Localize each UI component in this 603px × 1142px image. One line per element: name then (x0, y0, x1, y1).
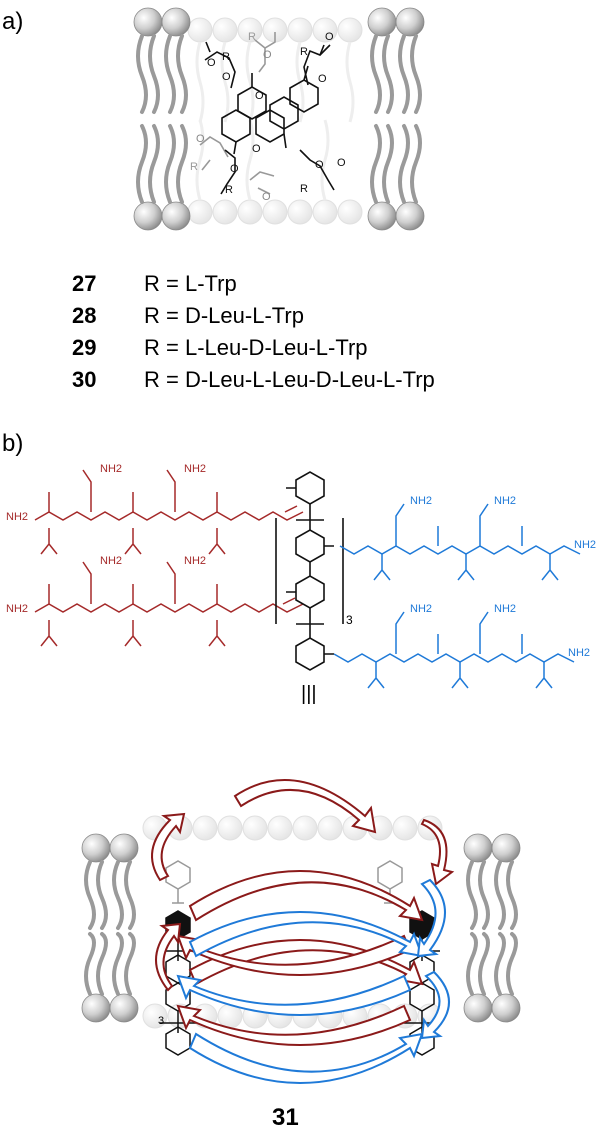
svg-text:O: O (337, 157, 346, 169)
compound-number: 29 (72, 335, 97, 360)
blue-peptide-chains (333, 503, 581, 689)
membrane-a (133, 7, 425, 231)
red-peptide-labels: NH2 NH2 NH2 NH2 NH2 NH2 (6, 463, 206, 615)
svg-text:NH2: NH2 (568, 647, 590, 659)
svg-text:O: O (222, 71, 231, 83)
compound-number: 27 (72, 271, 97, 296)
lipid-right-b (463, 833, 521, 1023)
svg-text:O: O (207, 57, 216, 69)
compound-31-label: 31 (272, 1104, 299, 1131)
svg-text:R: R (225, 184, 233, 196)
svg-text:R: R (300, 183, 308, 195)
faint-lipid-row-top (187, 17, 363, 43)
blue-peptide-labels: NH2 NH2 NH2 NH2 NH2 NH2 (410, 495, 596, 659)
compound-30: 30 R = D-Leu-L-Leu-D-Leu-L-Trp (72, 367, 552, 395)
svg-text:R: R (222, 51, 230, 63)
central-scaffold (275, 471, 344, 671)
svg-text:O: O (230, 163, 239, 175)
left-column-molecule (160, 860, 196, 1056)
svg-text:O: O (263, 49, 272, 61)
repeat-subscript-b: 3 (346, 613, 353, 627)
panel-b-label: b) (2, 430, 24, 457)
svg-text:O: O (325, 31, 334, 43)
front-arms (204, 41, 335, 195)
compound-definition: R = D-Leu-L-Leu-D-Leu-L-Trp (144, 367, 435, 392)
svg-text:NH2: NH2 (100, 463, 122, 475)
back-oxygen-labels: O O O (196, 49, 272, 203)
lipid-left-b (81, 833, 139, 1023)
compound-28: 28 R = D-Leu-L-Trp (72, 303, 532, 331)
svg-text:O: O (252, 143, 261, 155)
panel-a-label: a) (2, 8, 24, 35)
repeat-subscript-left: 3 (158, 1015, 164, 1027)
faint-lipid-tails (195, 41, 355, 201)
svg-text:NH2: NH2 (574, 539, 596, 551)
svg-text:NH2: NH2 (410, 603, 432, 615)
compound-27: 27 R = L-Trp (72, 271, 532, 299)
lipid-right-a (367, 7, 425, 231)
svg-text:NH2: NH2 (410, 495, 432, 507)
compound-definition: R = L-Leu-D-Leu-L-Trp (144, 335, 368, 360)
red-peptide-chains (34, 469, 304, 647)
svg-text:NH2: NH2 (184, 463, 206, 475)
compound-number: 28 (72, 303, 97, 328)
back-arms (199, 32, 276, 195)
svg-text:O: O (255, 90, 264, 102)
r-group-labels: R R R R R R (190, 31, 308, 196)
svg-text:R: R (190, 161, 198, 173)
compound-29: 29 R = L-Leu-D-Leu-L-Trp (72, 335, 532, 363)
lipid-left-a (133, 7, 191, 231)
compound-definition: R = L-Trp (144, 271, 237, 296)
calixarene-core: O O O O O O O O O O O O R R R R R R (190, 31, 346, 203)
svg-text:R: R (248, 31, 256, 43)
svg-text:O: O (196, 133, 205, 145)
svg-text:NH2: NH2 (184, 555, 206, 567)
svg-text:NH2: NH2 (494, 603, 516, 615)
red-arrows (151, 779, 455, 1046)
svg-text:O: O (262, 191, 271, 203)
svg-text:O: O (315, 159, 324, 171)
equivalence-symbol: ||| (301, 683, 317, 705)
compound-number: 30 (72, 367, 97, 392)
svg-text:NH2: NH2 (494, 495, 516, 507)
svg-text:O: O (318, 73, 327, 85)
svg-text:R: R (300, 46, 308, 58)
faint-lipid-row-bottom (187, 199, 363, 225)
oxygen-labels: O O O O O O O O O (207, 31, 346, 175)
svg-text:NH2: NH2 (6, 511, 28, 523)
faint-lipid-row-top-b (142, 815, 443, 841)
compound-definition: R = D-Leu-L-Trp (144, 303, 304, 328)
svg-text:NH2: NH2 (100, 555, 122, 567)
svg-text:NH2: NH2 (6, 603, 28, 615)
blue-arrows (176, 878, 450, 1084)
